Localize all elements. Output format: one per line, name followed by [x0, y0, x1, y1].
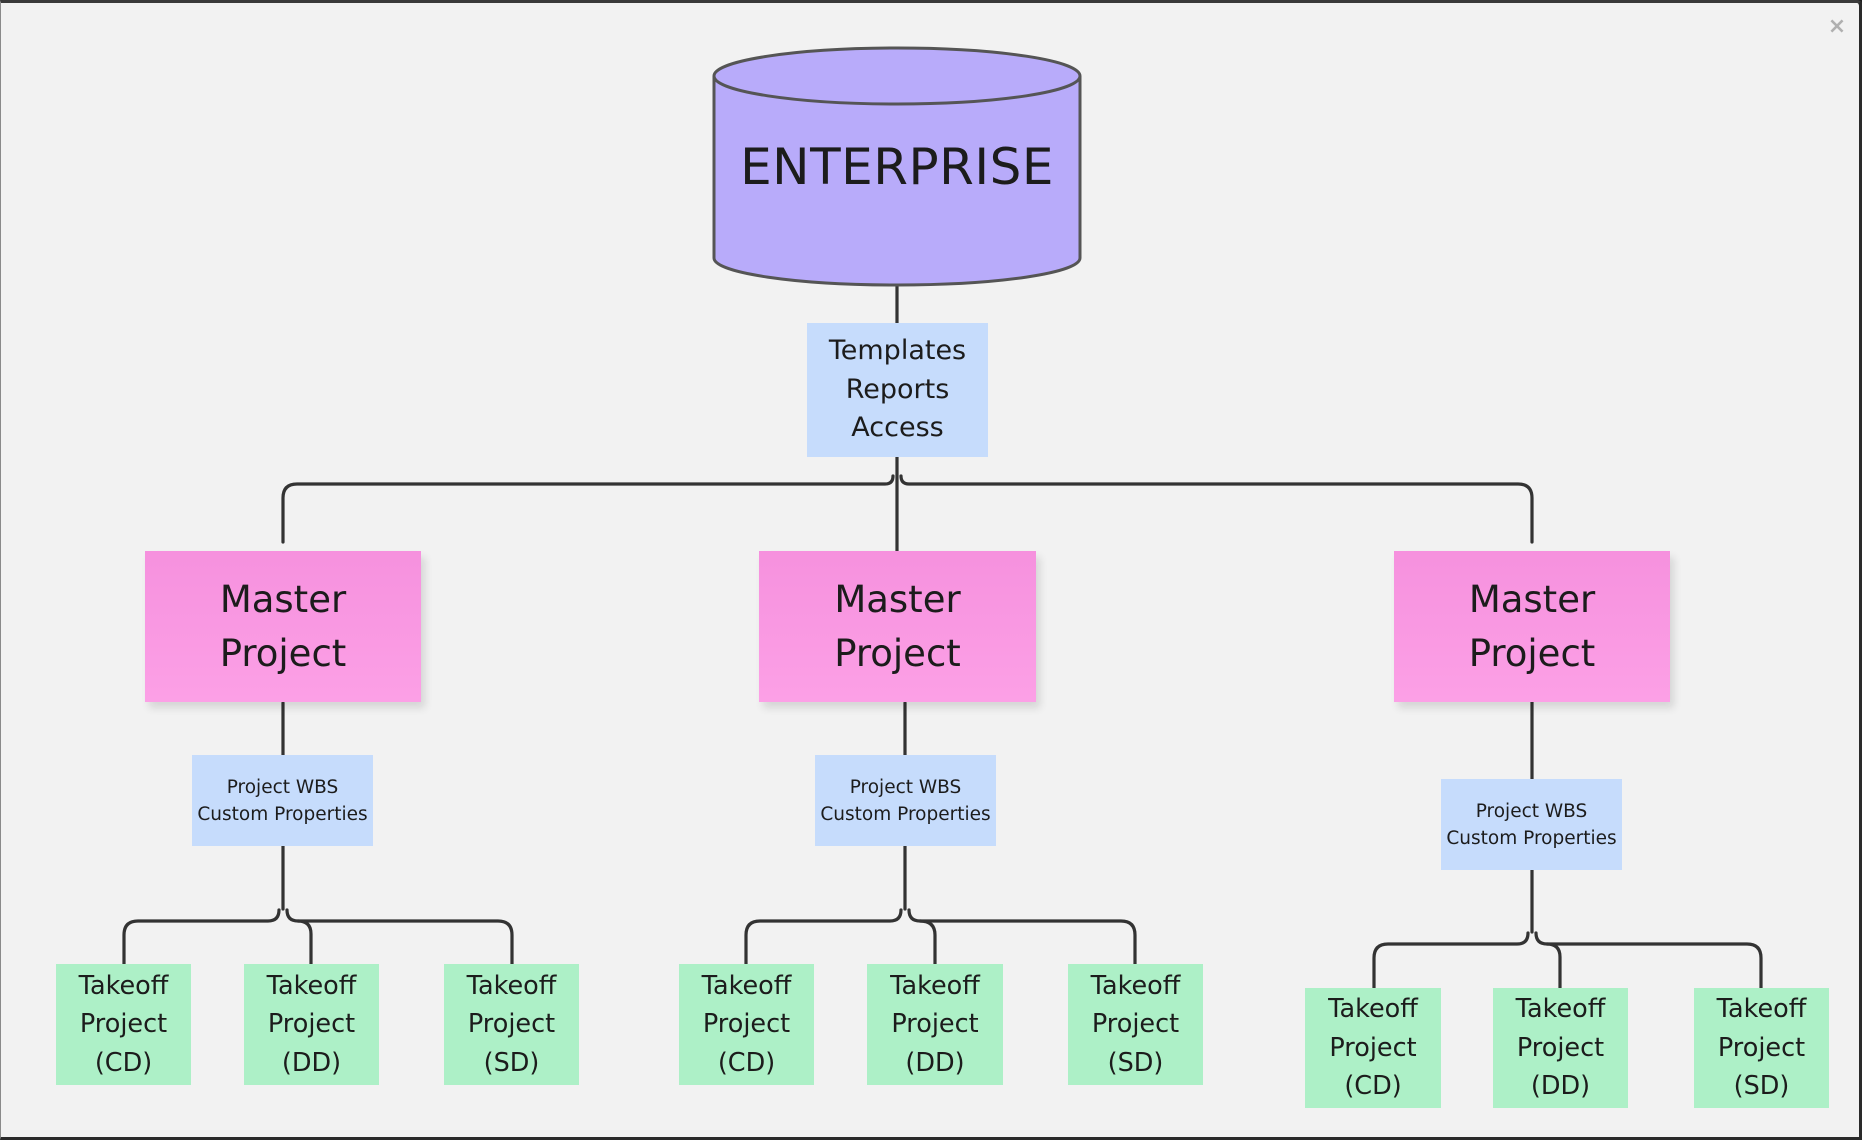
templates-reports-access-box[interactable]: Templates Reports Access: [807, 323, 988, 457]
connector-wbs-3-sd: [1545, 942, 1763, 990]
connector-templates-master-1: [281, 474, 895, 544]
connector-wbs-1-dd: [285, 908, 313, 966]
takeoff-project-cd-2[interactable]: Takeoff Project (CD): [679, 964, 814, 1085]
takeoff-project-sd-2[interactable]: Takeoff Project (SD): [1068, 964, 1203, 1085]
takeoff-project-dd-2[interactable]: Takeoff Project (DD): [867, 964, 1003, 1085]
enterprise-label: ENTERPRISE: [740, 138, 1054, 196]
takeoff-project-dd-3[interactable]: Takeoff Project (DD): [1493, 988, 1628, 1108]
master-project-2[interactable]: Master Project: [759, 551, 1036, 702]
connector-wbs-1-sd: [296, 919, 514, 966]
master-project-3[interactable]: Master Project: [1394, 551, 1670, 702]
takeoff-project-sd-1[interactable]: Takeoff Project (SD): [444, 964, 579, 1085]
connector-wbs-3-dd: [1534, 931, 1562, 990]
connector-wbs-2-dd: [907, 908, 937, 966]
project-wbs-box-1[interactable]: Project WBS Custom Properties: [192, 755, 373, 846]
connector-wbs-1-cd: [122, 908, 281, 966]
enterprise-database-icon: [712, 46, 1082, 287]
takeoff-project-dd-1[interactable]: Takeoff Project (DD): [244, 964, 379, 1085]
takeoff-project-sd-3[interactable]: Takeoff Project (SD): [1694, 988, 1829, 1108]
close-icon[interactable]: ×: [1827, 14, 1847, 39]
project-wbs-box-2[interactable]: Project WBS Custom Properties: [815, 755, 996, 846]
connector-wbs-2-sd: [918, 919, 1137, 966]
takeoff-project-cd-3[interactable]: Takeoff Project (CD): [1305, 988, 1441, 1108]
connector-templates-master-3: [899, 474, 1534, 544]
master-project-1[interactable]: Master Project: [145, 551, 421, 702]
takeoff-project-cd-1[interactable]: Takeoff Project (CD): [56, 964, 191, 1085]
project-wbs-box-3[interactable]: Project WBS Custom Properties: [1441, 779, 1622, 870]
connector-wbs-2-cd: [744, 908, 903, 966]
connector-wbs-3-cd: [1372, 931, 1530, 990]
